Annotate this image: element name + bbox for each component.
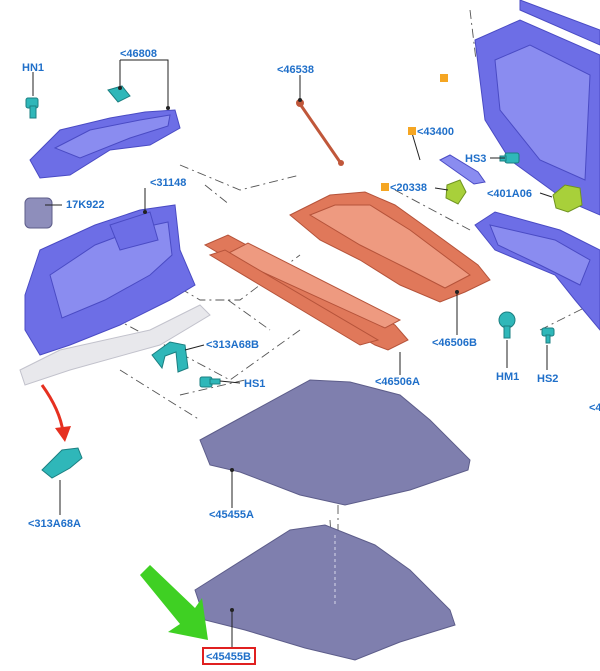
label-hs3: HS3 (465, 153, 486, 165)
clip-20338 (445, 179, 467, 205)
left-side-trim-panel (19, 204, 211, 386)
marker-icon (408, 127, 416, 135)
green-pointer-arrow-icon (140, 565, 208, 640)
label-401a06: <401A06 (487, 188, 532, 200)
marker-icon (440, 74, 448, 82)
label-cut-right: <4 (589, 402, 600, 414)
marker-icon (381, 183, 389, 191)
clip-46808 (107, 85, 131, 103)
label-46506a: <46506A (375, 376, 420, 388)
label-43400: <43400 (417, 126, 454, 138)
label-hs1: HS1 (244, 378, 265, 390)
label-46808: <46808 (120, 48, 157, 60)
shelf-support-bars (203, 234, 409, 351)
label-45455b: <45455B (206, 651, 251, 663)
curved-red-arrow-icon (40, 384, 71, 442)
upper-left-trim-panel (29, 109, 181, 179)
label-313a68a: <313A68A (28, 518, 81, 530)
label-46506b: <46506B (432, 337, 477, 349)
label-hm1: HM1 (496, 371, 519, 383)
floor-panel-lower (194, 524, 456, 661)
label-20338: <20338 (390, 182, 427, 194)
clip-401a06 (552, 184, 583, 213)
clip-hs1 (199, 376, 221, 388)
tailgate-trim-panel (474, 0, 600, 216)
label-46538: <46538 (277, 64, 314, 76)
shelf-strap (296, 99, 344, 166)
label-hs2: HS2 (537, 373, 558, 385)
label-31148: <31148 (150, 177, 186, 189)
bracket-313a68b (151, 341, 189, 373)
part-17k922-pad (24, 197, 53, 229)
bracket-313a68a (41, 447, 83, 479)
leader-lines (32, 59, 553, 648)
strip-43400 (439, 154, 486, 185)
right-side-trim-panel (474, 211, 600, 331)
highlight-box (202, 647, 256, 665)
floor-panel-upper (199, 379, 471, 506)
clip-hs2 (541, 327, 555, 344)
label-hn1: HN1 (22, 62, 44, 74)
clip-hm1 (498, 311, 516, 339)
rear-shelf-panel (289, 191, 491, 303)
label-313a68b: <313A68B (206, 339, 259, 351)
clip-hn1 (25, 97, 39, 119)
label-45455a: <45455A (209, 509, 254, 521)
label-17k922: 17K922 (66, 199, 105, 211)
